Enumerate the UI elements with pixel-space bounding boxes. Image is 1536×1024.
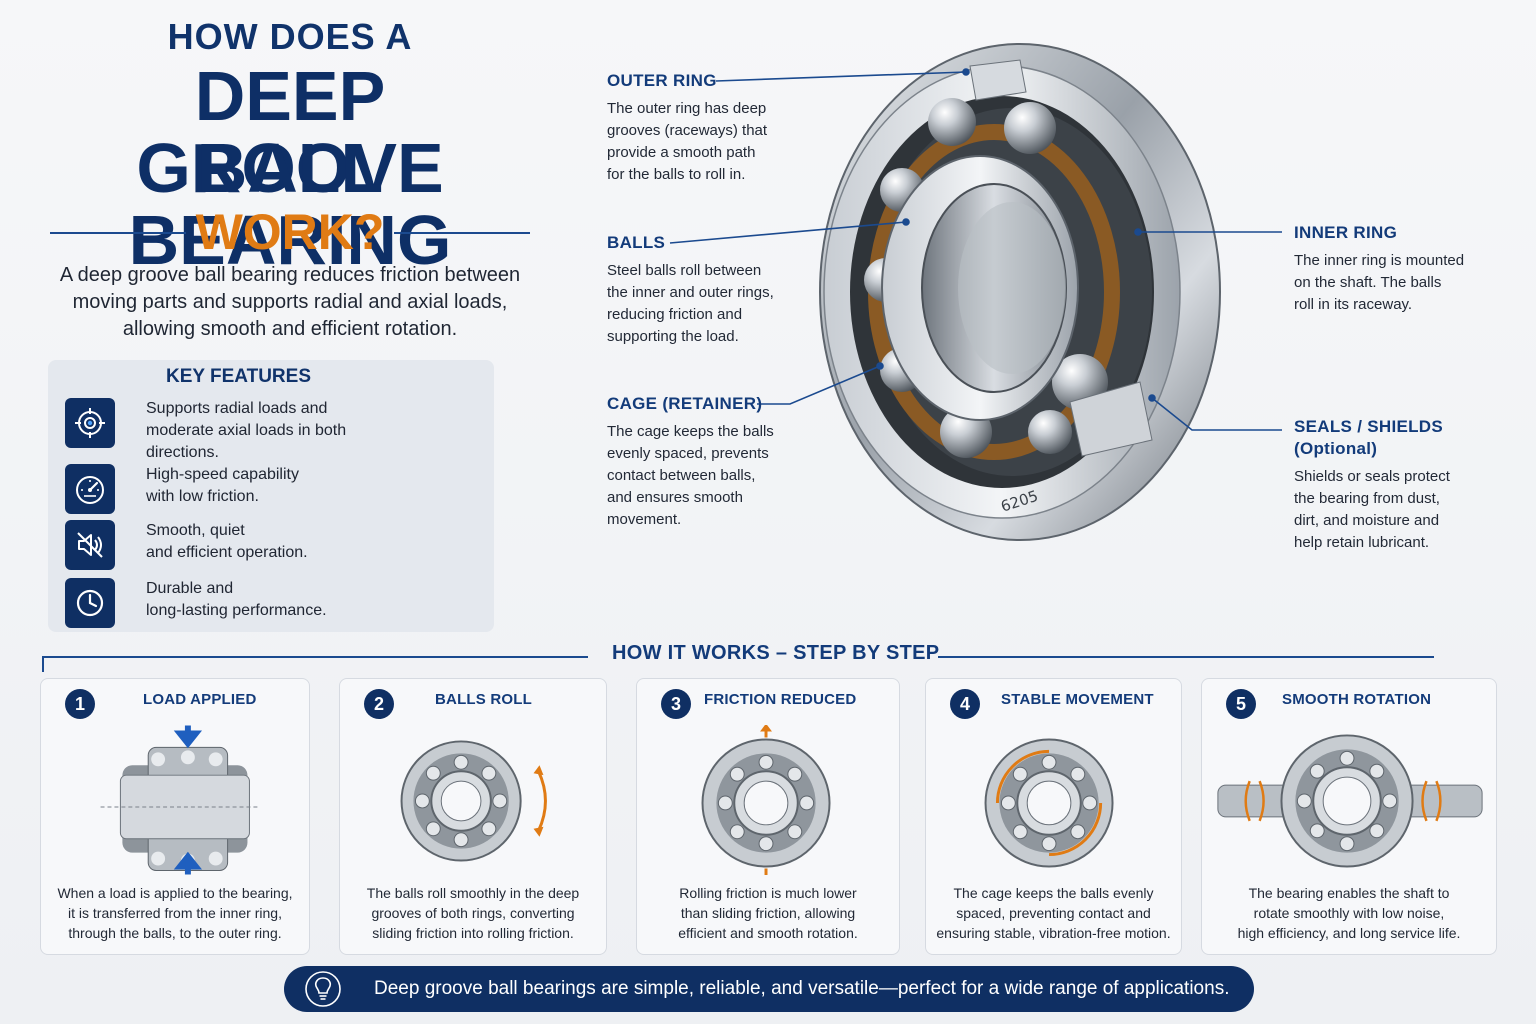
step-title: FRICTION REDUCED [704, 691, 857, 708]
how-it-works-title: HOW IT WORKS – STEP BY STEP [612, 642, 940, 664]
balls-roll-diagram [400, 740, 547, 862]
callout-cage: CAGE (RETAINER) The cage keeps the balls… [607, 393, 807, 531]
step-text: Rolling friction is much lower than slid… [678, 885, 858, 941]
feature-item: Durable and long-lasting performance. [65, 578, 485, 628]
title-line-1: HOW DOES A [167, 16, 413, 57]
callout-balls: BALLS Steel balls roll between the inner… [607, 232, 807, 348]
step-card-4: 4 STABLE MOVEMENT The cage keeps the bal… [925, 678, 1182, 955]
clock-icon [65, 578, 115, 628]
step-text: The balls roll smoothly in the deep groo… [366, 885, 580, 941]
target-icon [65, 398, 115, 448]
leader-lines [669, 68, 1282, 431]
bearing-illustration: 6205 [819, 43, 1221, 541]
callout-text: Shields or seals protect the bearing fro… [1294, 468, 1450, 551]
load-diagram [100, 725, 260, 875]
footer-banner: Deep groove ball bearings are simple, re… [284, 966, 1254, 1012]
callout-outer-ring: OUTER RING The outer ring has deep groov… [607, 70, 807, 186]
lightbulb-icon [305, 971, 341, 1007]
callout-title: OUTER RING [607, 71, 717, 90]
feature-item: Smooth, quiet and efficient operation. [65, 520, 485, 570]
section-tick [42, 656, 44, 672]
key-features-title: KEY FEATURES [166, 366, 311, 387]
step-number: 4 [950, 689, 980, 719]
stable-movement-diagram [984, 738, 1114, 868]
intro-text: A deep groove ball bearing reduces frict… [59, 264, 521, 340]
step-card-3: 3 FRICTION REDUCED Rolling friction is m… [636, 678, 900, 955]
speedometer-icon [65, 464, 115, 514]
callout-text: The cage keeps the balls evenly spaced, … [607, 423, 774, 528]
section-rule-left [42, 656, 588, 658]
step-text: The cage keeps the balls evenly spaced, … [936, 885, 1171, 941]
step-title: STABLE MOVEMENT [1001, 691, 1154, 708]
smooth-rotation-diagram [1217, 734, 1483, 868]
callout-text: The inner ring is mounted on the shaft. … [1294, 252, 1465, 313]
step-text: The bearing enables the shaft to rotate … [1237, 885, 1461, 941]
callout-text: Steel balls roll between the inner and o… [607, 262, 774, 345]
feature-text: Smooth, quiet and efficient operation. [146, 522, 308, 561]
callout-text: The outer ring has deep grooves (raceway… [607, 100, 768, 183]
step-number: 5 [1226, 689, 1256, 719]
step-title: BALLS ROLL [435, 691, 532, 708]
step-card-2: 2 BALLS ROLL The balls roll smoothly in … [339, 678, 607, 955]
section-rule-right [938, 656, 1434, 658]
callout-subtitle: (Optional) [1294, 439, 1378, 458]
feature-text: Durable and long-lasting performance. [146, 580, 327, 619]
callout-seals: SEALS / SHIELDS (Optional) Shields or se… [1294, 416, 1494, 554]
step-title: LOAD APPLIED [143, 691, 257, 708]
step-number: 3 [661, 689, 691, 719]
callout-title: SEALS / SHIELDS [1294, 417, 1444, 436]
step-title: SMOOTH ROTATION [1282, 691, 1432, 708]
step-number: 2 [364, 689, 394, 719]
feature-item: High-speed capability with low friction. [65, 464, 485, 514]
title-line-3: BALL BEARING [128, 129, 452, 279]
key-features-panel: KEY FEATURES Supports radial loads and m… [48, 360, 494, 632]
step-card-5: 5 SMOOTH ROTATION The bearing enables th… [1201, 678, 1497, 955]
feature-text: Supports radial loads and moderate axial… [146, 400, 347, 461]
footer-text: Deep groove ball bearings are simple, re… [374, 978, 1230, 999]
callout-inner-ring: INNER RING The inner ring is mounted on … [1294, 222, 1494, 316]
feature-item: Supports radial loads and moderate axial… [65, 398, 485, 461]
step-number: 1 [65, 689, 95, 719]
step-card-1: 1 LOAD APPLIED When a load is applied to… [40, 678, 310, 955]
feature-text: High-speed capability with low friction. [146, 466, 299, 505]
title-rule-right [394, 232, 530, 234]
title-line-2: DEEP GROOVE [136, 57, 444, 207]
title-block: HOW DOES A DEEP GROOVE BALL BEARING WORK… [40, 14, 540, 279]
title-work-row: WORK? [40, 204, 540, 260]
callout-title: CAGE (RETAINER) [607, 394, 763, 413]
mute-speaker-icon [65, 520, 115, 570]
step-text: When a load is applied to the bearing, i… [57, 885, 293, 941]
callout-title: BALLS [607, 233, 666, 252]
friction-reduced-diagram [701, 725, 831, 875]
title-line-4: WORK? [195, 204, 385, 260]
callout-title: INNER RING [1294, 223, 1398, 242]
title-rule-left [50, 232, 186, 234]
